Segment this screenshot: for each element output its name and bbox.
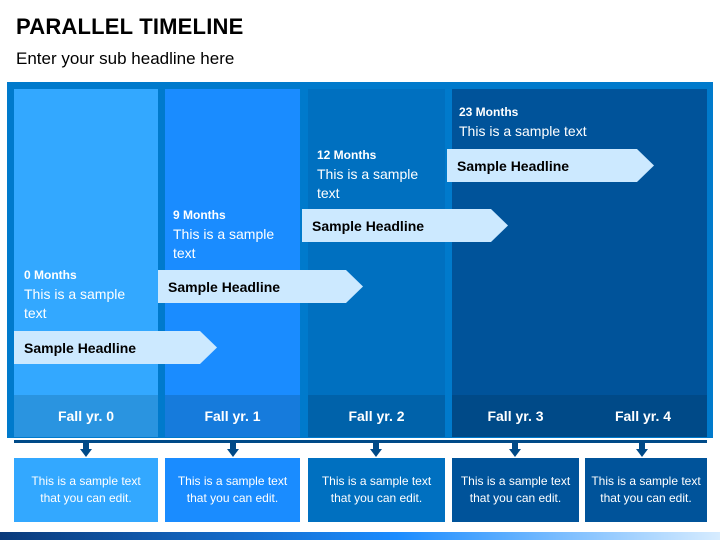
text-box-1[interactable]: This is a sample text that you can edit. [165, 458, 300, 522]
step-1: 9 Months This is a sample text [173, 208, 283, 263]
text-box-0[interactable]: This is a sample text that you can edit. [14, 458, 158, 522]
step-text: This is a sample text [459, 123, 587, 139]
headline-arrow-2[interactable]: Sample Headline [302, 209, 508, 242]
year-label-2: Fall yr. 2 [308, 395, 445, 437]
footer-gradient-bar [0, 532, 720, 540]
down-arrow-icon [509, 443, 521, 457]
page-title: PARALLEL TIMELINE [16, 14, 244, 39]
text-box-3[interactable]: This is a sample text that you can edit. [452, 458, 579, 522]
step-text: This is a sample text [317, 166, 419, 201]
timeline-column-2 [308, 89, 445, 410]
down-arrow-icon [227, 443, 239, 457]
step-text: This is a sample text [173, 226, 275, 261]
timeline-column-3 [452, 89, 707, 410]
step-months: 0 Months [24, 268, 77, 282]
step-months: 12 Months [317, 148, 377, 162]
timeline-rule [14, 440, 707, 443]
year-label-1: Fall yr. 1 [165, 395, 300, 437]
step-0: 0 Months This is a sample text [24, 268, 134, 323]
down-arrow-icon [80, 443, 92, 457]
year-label-4: Fall yr. 4 [579, 395, 707, 437]
headline-arrow-0[interactable]: Sample Headline [14, 331, 217, 364]
headline-arrow-1[interactable]: Sample Headline [158, 270, 363, 303]
text-box-2[interactable]: This is a sample text that you can edit. [308, 458, 445, 522]
step-3: 23 Months This is a sample text [459, 105, 659, 141]
year-label-0: Fall yr. 0 [14, 395, 158, 437]
step-text: This is a sample text [24, 286, 126, 321]
page-subtitle: Enter your sub headline here [16, 49, 235, 68]
year-label-3: Fall yr. 3 [452, 395, 579, 437]
down-arrow-icon [370, 443, 382, 457]
down-arrow-icon [636, 443, 648, 457]
text-box-4[interactable]: This is a sample text that you can edit. [585, 458, 707, 522]
step-months: 23 Months [459, 105, 519, 119]
step-months: 9 Months [173, 208, 226, 222]
step-2: 12 Months This is a sample text [317, 148, 427, 203]
headline-arrow-3[interactable]: Sample Headline [447, 149, 654, 182]
